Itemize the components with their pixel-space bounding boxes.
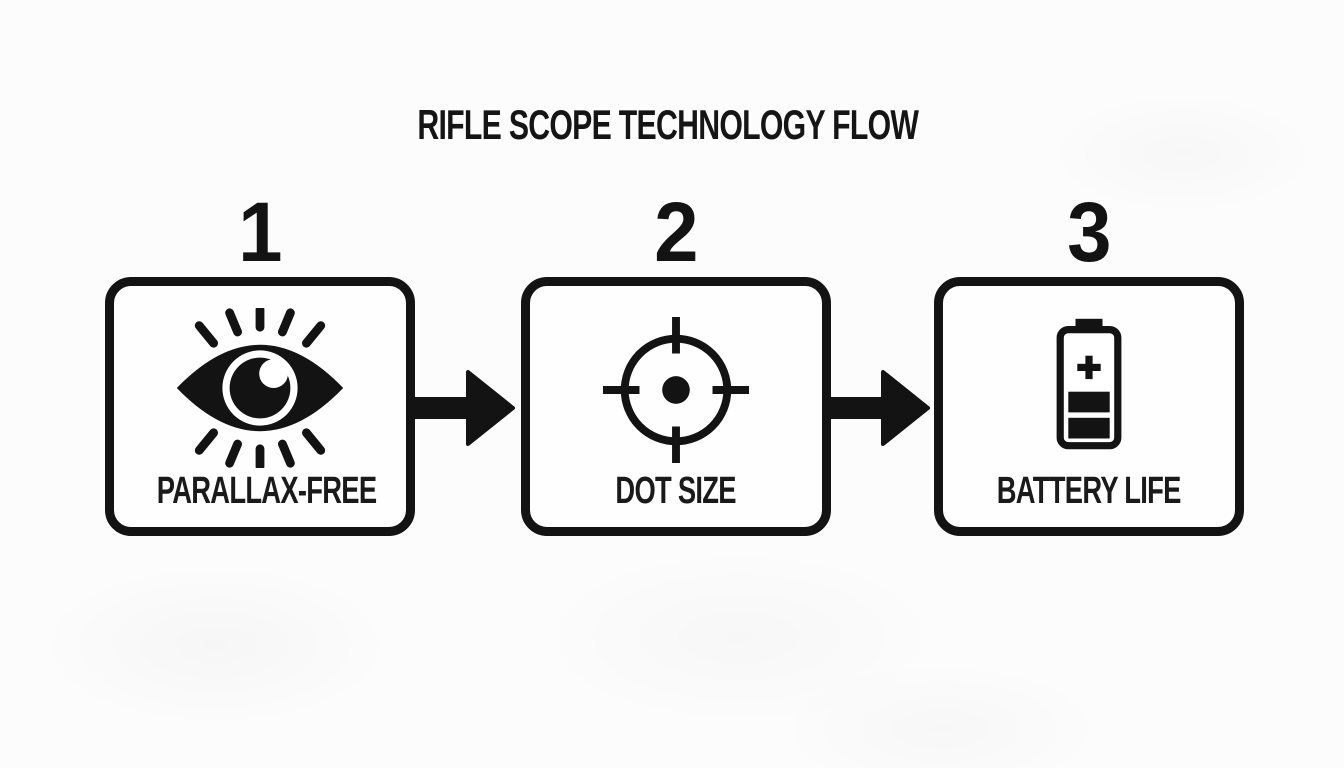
step-3-box: BATTERY LIFE: [934, 277, 1244, 536]
arrow-step1-to-step2: [414, 370, 515, 446]
step-2-label: DOT SIZE: [615, 470, 737, 512]
step-2-number: 2: [653, 185, 699, 279]
crosshair-dot-icon: [602, 316, 750, 469]
step-3-number: 3: [1066, 185, 1112, 279]
step-1-box: PARALLAX-FREE: [105, 277, 415, 536]
arrow-step2-to-step3: [829, 370, 930, 446]
step-3-label: BATTERY LIFE: [997, 470, 1182, 512]
step-1-label: PARALLAX-FREE: [156, 470, 377, 512]
eye-icon: [172, 305, 348, 473]
page-title-text: RIFLE SCOPE TECHNOLOGY FLOW: [417, 101, 920, 148]
page-title: RIFLE SCOPE TECHNOLOGY FLOW: [0, 104, 1336, 146]
step-1-number: 1: [237, 185, 283, 279]
battery-icon: [1053, 317, 1125, 457]
step-2-box: DOT SIZE: [521, 277, 831, 536]
